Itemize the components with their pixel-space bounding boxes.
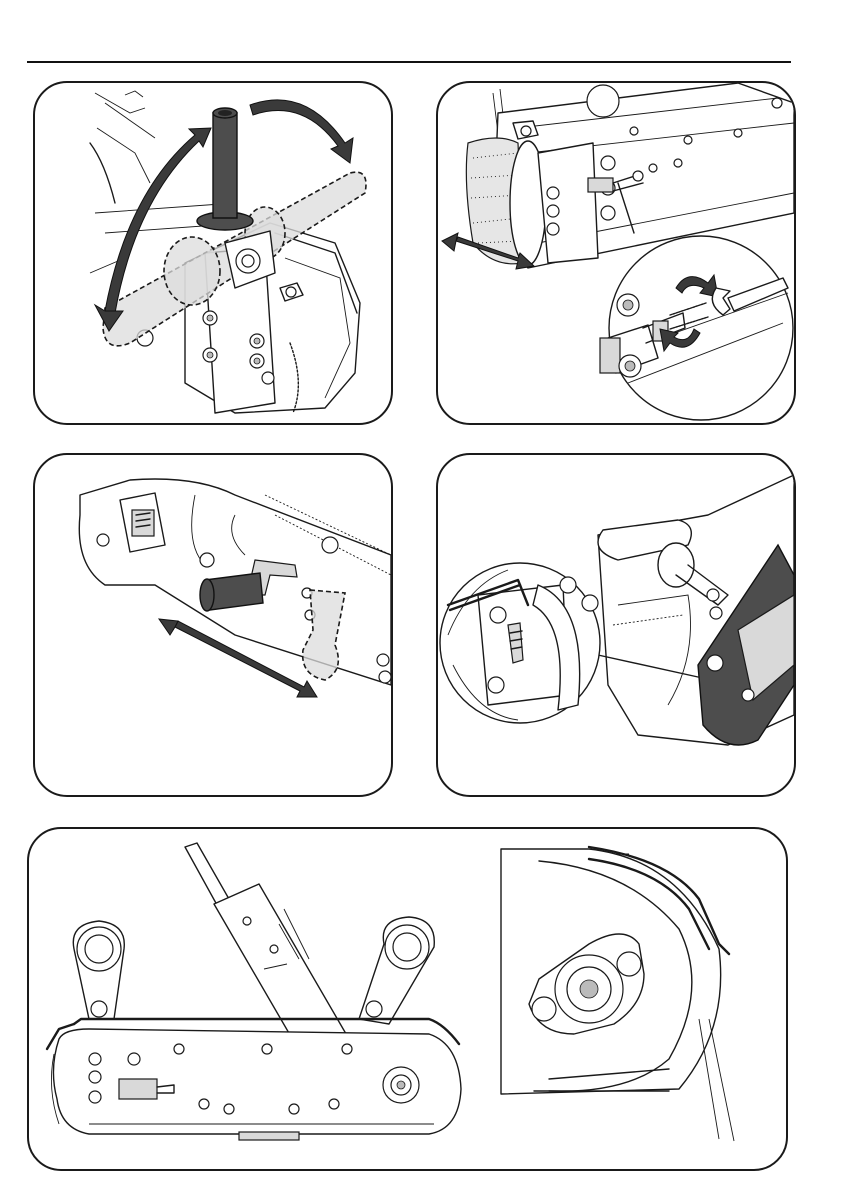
handle-grip bbox=[213, 113, 237, 218]
figure-lever-adjustment bbox=[33, 453, 393, 797]
header-rule bbox=[27, 61, 791, 63]
figure-attachment-mounting bbox=[436, 453, 796, 797]
figure-belt-guide-assembly bbox=[27, 827, 788, 1171]
figure-belt-tension-adjustment bbox=[436, 81, 796, 425]
rotation-arrow-icon bbox=[250, 100, 353, 163]
figure-1-drawing bbox=[35, 83, 391, 423]
figure-2-drawing bbox=[438, 83, 794, 423]
figure-handle-repositioning bbox=[33, 81, 393, 425]
figure-5-drawing bbox=[29, 829, 786, 1169]
figure-4-drawing bbox=[438, 455, 794, 795]
figure-3-drawing bbox=[35, 455, 391, 795]
